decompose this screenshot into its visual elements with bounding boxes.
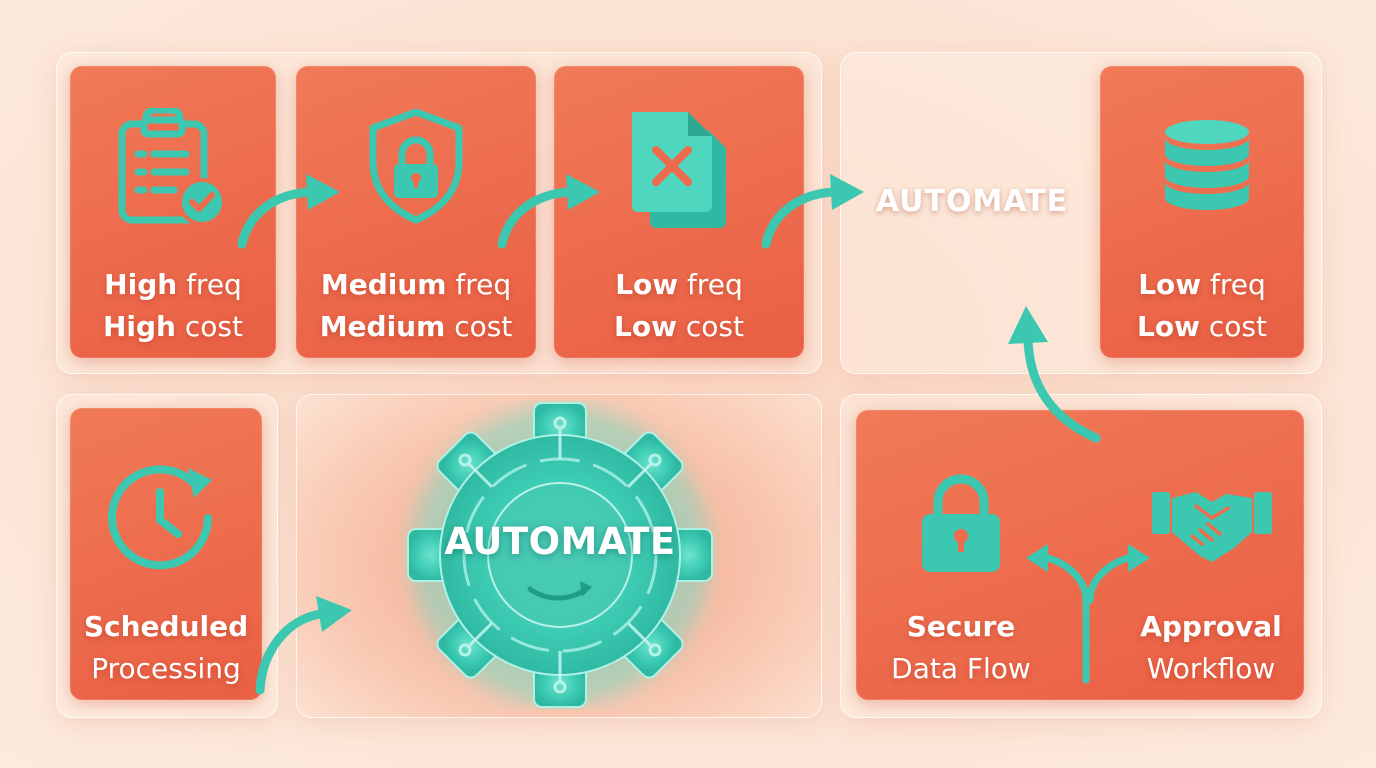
workflow-card: Secure Data Flow Approval Workflow [856,410,1304,700]
arrow-workflow-to-automate [1008,306,1101,443]
clock-refresh-icon [102,458,222,574]
secure-label: Secure Data Flow [891,610,1031,685]
automate-label: AUTOMATE [875,184,1069,219]
medium-freq-label: Medium freq Medium cost [319,268,513,343]
gear-icon [400,400,720,710]
gear-automate-label: AUTOMATE [444,520,676,563]
scheduled-card: Scheduled Processing [70,408,262,700]
approval-label: Approval Workflow [1140,610,1282,685]
arrow-medium-to-low [497,174,600,249]
arrow-scheduled-to-gear [255,596,352,695]
shield-lock-icon [361,106,471,226]
clipboard-check-icon [114,108,234,228]
database-icon [1162,118,1252,214]
arrow-high-to-medium [237,174,340,249]
medium-freq-card: Medium freq Medium cost [296,66,536,358]
handshake-icon [1152,482,1272,566]
low-freq-db-label: Low freq Low cost [1137,268,1267,343]
low-freq-db-card: Low freq Low cost [1100,66,1304,358]
high-freq-card: High freq High cost [70,66,276,358]
arrow-low-to-automate [761,174,864,249]
arrow-split-fork [1026,544,1150,684]
padlock-icon [918,472,1004,576]
scheduled-label: Scheduled Processing [83,610,249,685]
low-freq-card: Low freq Low cost [554,66,804,358]
low-freq-label: Low freq Low cost [614,268,744,343]
document-x-icon [624,106,734,230]
high-freq-label: High freq High cost [102,268,243,343]
